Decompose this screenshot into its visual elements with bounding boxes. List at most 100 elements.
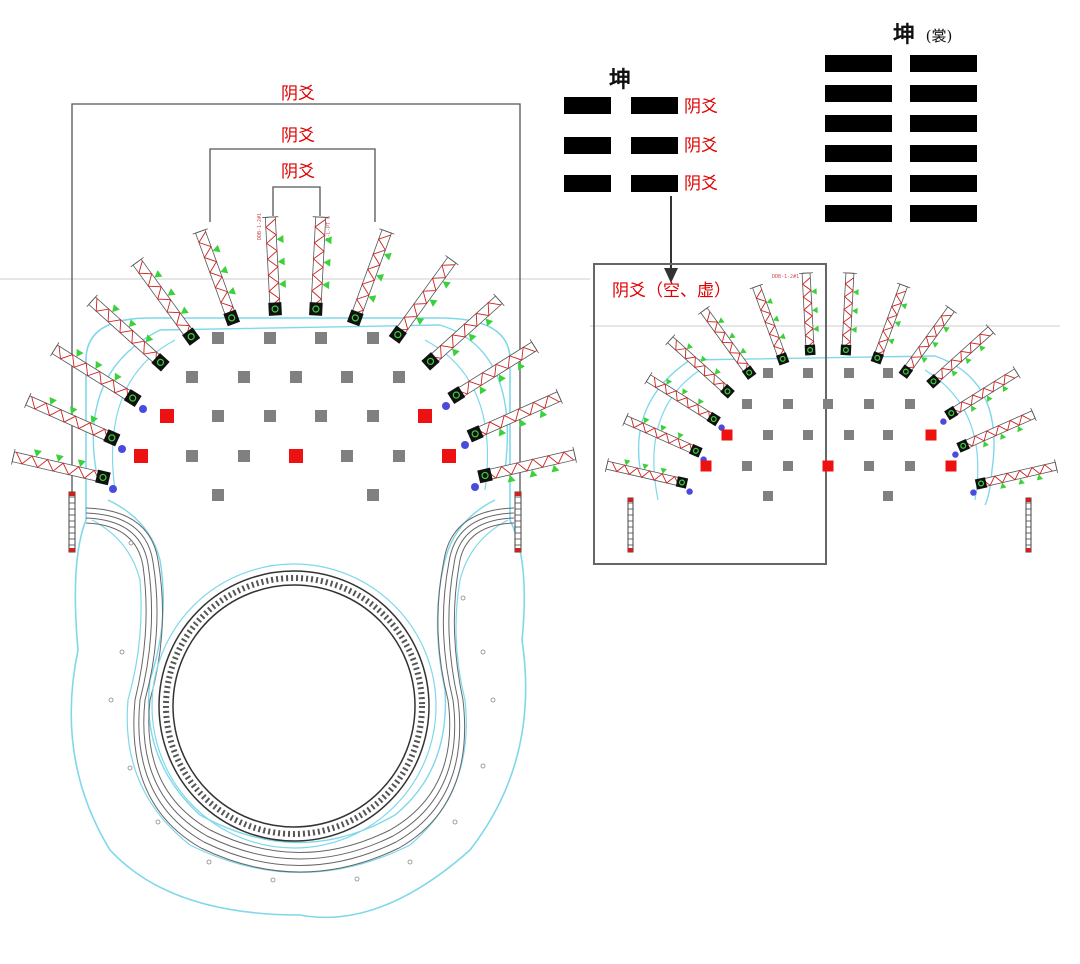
truss-end-tick [985,324,996,336]
anchor-box [688,443,703,458]
pointer-arrow-head [664,268,678,283]
lamp-icon [180,306,189,314]
anchor-lamp-icon [678,479,685,486]
outline-dot [270,877,276,883]
lamp-icon [519,419,527,428]
side-ladders [68,491,522,553]
lamp-icon [1017,425,1024,433]
lamp-icon [90,415,98,424]
truss-zigzag [841,277,854,349]
outline-dot [480,649,486,655]
blue-lamp-icon [471,483,479,491]
truss-2 [50,342,142,408]
truss-end-tick [749,283,764,290]
truss-zigzag [394,264,455,331]
truss-11 [447,339,539,405]
red-square [700,460,712,472]
stage-outline-outer [70,317,527,919]
ladder-top [69,492,75,496]
blue-lamp-icon [139,405,147,413]
lamp-icon [932,342,939,348]
gray-square [763,491,773,501]
gray-square [367,410,379,422]
lamp-icon [278,279,287,288]
truss-end-tick [529,339,539,354]
lamp-icon [498,428,507,437]
gray-square [763,430,773,440]
trigram-line-1-label: 阴爻 [684,97,718,117]
lamp-icon [686,343,693,350]
hexagram-line-right [910,115,977,132]
anchor-lamp-icon [724,388,731,395]
lamp-icon [95,360,103,369]
lamp-icon [983,441,989,448]
lamp-icon [468,333,477,342]
upper-arc-outline [92,324,509,471]
truss-8 [749,283,790,366]
lamp-icon [951,370,958,377]
blue-lamp-icon [718,424,725,431]
truss-6 [840,272,859,356]
lamp-icon [1000,433,1007,440]
ladder-top [1026,498,1031,502]
lamp-icon [128,319,137,328]
gray-square [367,332,379,344]
lamp-icon [212,244,221,253]
truss-zigzag [198,231,234,318]
gray-square [803,430,813,440]
truss-end-tick [799,272,814,274]
anchor-lamp-icon [948,410,955,417]
blue-lamp-icon [686,488,693,495]
outline-dot [127,765,133,771]
lamp-icon [682,388,688,395]
outline-dot [407,859,413,865]
lamp-icon [979,345,986,352]
truss-end-tick [945,304,957,314]
gray-square [315,410,327,422]
truss-zigzag [755,289,785,359]
outline-dot [119,649,125,655]
anchor-lamp-icon [960,442,967,449]
lamp-icon [642,463,649,470]
lamp-icon [894,321,901,328]
gray-square [367,489,379,501]
anchor-box [123,389,142,408]
blue-lamp-icon [118,445,126,453]
gray-square [864,399,874,409]
anchor-box [974,477,988,490]
gray-square [238,450,250,462]
truss-end-tick [572,446,577,463]
gray-square [783,461,793,471]
anchor-box [309,302,323,316]
truss-end-tick [842,272,857,274]
truss-end-tick [445,255,459,266]
blue-lamp-icon [109,485,117,493]
anchor-box [706,411,721,427]
lamp-icon [551,464,560,473]
truss-1 [956,407,1037,453]
lamp-icon [429,299,438,307]
trigram-title: 坤 [609,67,631,93]
lamp-icon [718,317,725,324]
lamp-icon [277,257,285,266]
lamp-icon [145,334,154,343]
outline-dot [480,763,486,769]
anchor-lamp-icon [129,394,137,402]
anchor-lamp-icon [228,314,236,322]
truss-2 [944,366,1021,421]
anchor-box [421,352,440,371]
ladder-frame [627,497,634,553]
truss-end-tick [192,228,208,235]
anchor-lamp-icon [710,416,717,423]
truss-zigzag [950,374,1015,413]
truss-frame [841,272,855,349]
outline-dots [108,540,496,883]
red-square [160,409,174,423]
truss-zigzag [981,464,1053,487]
truss-frame [310,216,327,308]
gray-square [290,371,302,383]
gray-square [212,489,224,501]
truss-end-tick [50,342,60,357]
lamp-icon [368,295,377,303]
